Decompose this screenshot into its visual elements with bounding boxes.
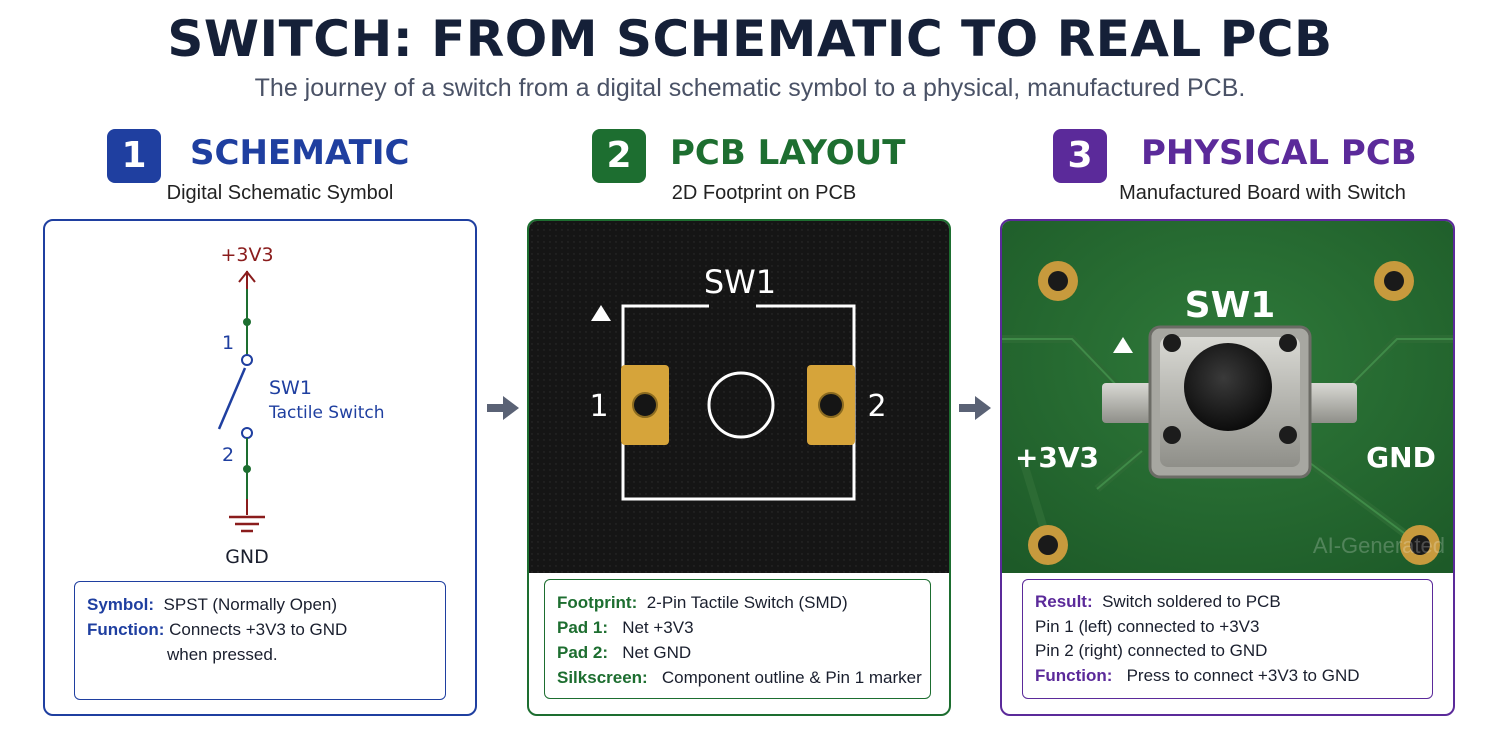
info-row: Function: Press to connect +3V3 to GND (1035, 664, 1420, 689)
schematic-panel: +3V3 1 SW1 Tactile Switch 2 GND Symbol: … (43, 219, 477, 716)
board-power-label: +3V3 (1015, 441, 1099, 474)
info-value: 2-Pin Tactile Switch (SMD) (646, 593, 848, 612)
info-value: Press to connect +3V3 to GND (1126, 665, 1360, 685)
step-1-subtitle: Digital Schematic Symbol (166, 182, 394, 204)
mounting-hole-icon (1400, 525, 1440, 565)
switch-terminal-top (241, 354, 253, 366)
schematic-info-box: Symbol: SPST (Normally Open) Function: C… (74, 581, 446, 700)
pad-2-label: 2 (867, 389, 886, 424)
switch-button-icon (1184, 343, 1272, 431)
info-key: Result: (1035, 592, 1093, 611)
info-row: Silkscreen: Component outline & Pin 1 ma… (557, 665, 922, 690)
info-key: Silkscreen: (557, 668, 648, 687)
switch-terminal-bottom (241, 427, 253, 439)
step-3-subtitle: Manufactured Board with Switch (1119, 182, 1406, 204)
step-2-badge: 2 (592, 129, 646, 183)
info-value: Pin 2 (right) connected to GND (1035, 641, 1268, 660)
info-value: SPST (Normally Open) (163, 595, 338, 614)
step-3-title: PHYSICAL PCB (1141, 133, 1417, 173)
mounting-hole-icon (1038, 261, 1078, 301)
step-2-subtitle: 2D Footprint on PCB (671, 182, 857, 204)
info-value: when pressed. (167, 645, 278, 664)
info-value: Net +3V3 (622, 618, 694, 637)
schematic-symbol: +3V3 1 SW1 Tactile Switch 2 GND (217, 244, 385, 568)
info-value: Connects +3V3 to GND (169, 620, 348, 639)
mounting-hole-icon (1028, 525, 1068, 565)
info-key: Pad 1: (557, 618, 609, 637)
pcb-layout-panel: SW1 1 2 Footprint: 2-Pin Tactile Switch … (527, 219, 951, 716)
pcb-footprint: SW1 1 2 (529, 221, 949, 573)
board-ground-label: GND (1366, 441, 1436, 474)
power-label: +3V3 (220, 244, 273, 266)
switch-lever (217, 367, 247, 430)
pad-1-label: 1 (589, 389, 608, 424)
step-1-title: SCHEMATIC (190, 133, 410, 173)
info-value: Net GND (622, 643, 692, 662)
pin-1-label: 1 (222, 332, 234, 354)
info-value: Pin 1 (left) connected to +3V3 (1035, 616, 1260, 636)
info-value: Switch soldered to PCB (1102, 592, 1281, 611)
pin-2-label: 2 (222, 444, 234, 466)
actuator-outline (707, 371, 775, 439)
arrow-right-icon (487, 396, 519, 420)
step-3-badge: 3 (1053, 129, 1107, 183)
footprint-ref-label: SW1 (704, 263, 776, 301)
ground-icon (229, 515, 265, 533)
pin-1-marker-icon (1113, 337, 1133, 353)
switch-ref-label: SW1 (269, 377, 312, 399)
info-row: Pin 1 (left) connected to +3V3 (1035, 615, 1420, 640)
page-title: SWITCH: FROM SCHEMATIC TO REAL PCB (167, 10, 1333, 68)
info-row: Symbol: SPST (Normally Open) (87, 592, 433, 617)
info-key: Function: (1035, 665, 1113, 685)
power-arrow-icon (238, 270, 256, 283)
board-ref-label: SW1 (1185, 285, 1276, 326)
info-key: Function: (87, 620, 165, 639)
info-value: Component outline & Pin 1 marker (661, 668, 922, 687)
info-row: Pad 1: Net +3V3 (557, 615, 918, 640)
info-row: Pin 2 (right) connected to GND (1035, 639, 1420, 664)
page-subtitle: The journey of a switch from a digital s… (254, 74, 1246, 102)
info-key: Pad 2: (557, 643, 609, 662)
pin-1-marker-icon (591, 305, 611, 321)
info-row: Pad 2: Net GND (557, 640, 918, 665)
mounting-hole-icon (1374, 261, 1414, 301)
info-row: Function: Connects +3V3 to GND (87, 617, 433, 642)
pcb-layout-info-box: Footprint: 2-Pin Tactile Switch (SMD) Pa… (544, 579, 931, 699)
info-key: Footprint: (557, 593, 638, 612)
info-row: Result: Switch soldered to PCB (1035, 590, 1420, 615)
info-row: when pressed. (87, 642, 433, 667)
info-row: Footprint: 2-Pin Tactile Switch (SMD) (557, 590, 918, 615)
ground-label: GND (225, 546, 269, 568)
physical-pcb-panel: SW1 +3V3 GND AI-Generated Result: Switch… (1000, 219, 1455, 716)
pcb-board: SW1 +3V3 GND (1002, 221, 1453, 573)
silkscreen-outline (621, 304, 856, 501)
step-1-badge: 1 (107, 129, 161, 183)
arrow-right-icon (959, 396, 991, 420)
switch-desc-label: Tactile Switch (268, 403, 385, 423)
info-key: Symbol: (87, 595, 155, 614)
physical-pcb-info-box: Result: Switch soldered to PCB Pin 1 (le… (1022, 579, 1433, 699)
step-2-title: PCB LAYOUT (670, 133, 906, 173)
watermark-label: AI-Generated (1312, 533, 1445, 558)
